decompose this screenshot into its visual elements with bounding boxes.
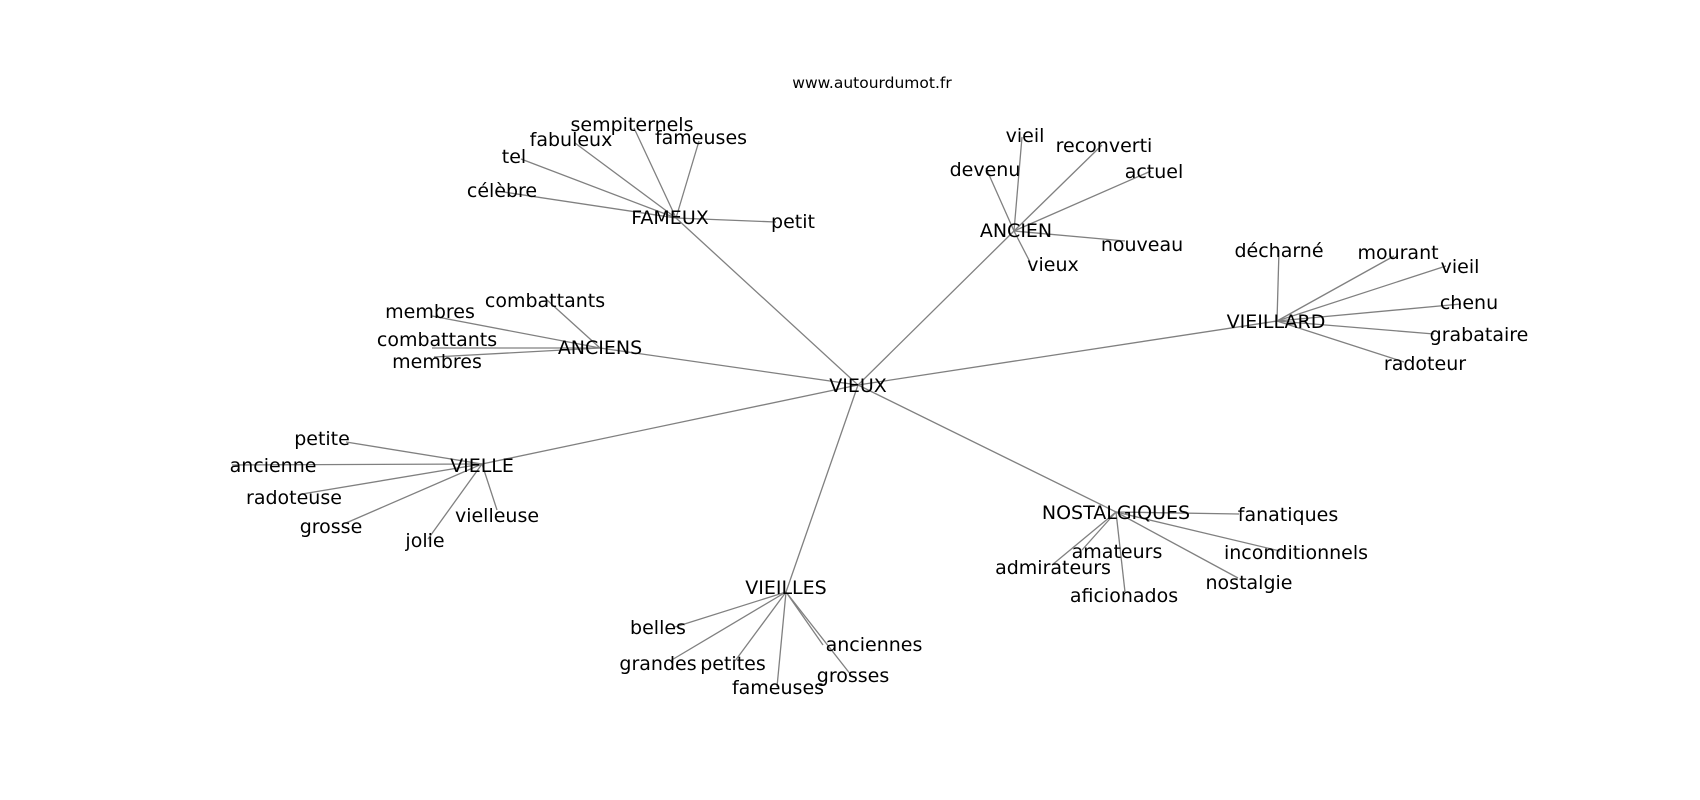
site-watermark: www.autourdumot.fr <box>792 74 952 92</box>
leaf-node-sempiternels: sempiternels <box>571 114 694 136</box>
edge-center-ancien <box>857 230 1015 386</box>
edge-vielle-vielleuse <box>481 463 498 511</box>
edge-nostalgiques-amateurs <box>1081 511 1117 551</box>
edge-vieillard-mourant <box>1276 255 1395 322</box>
leaf-node-inconditionnels: inconditionnels <box>1224 542 1368 564</box>
edge-vieilles-fameuses <box>776 591 787 688</box>
edge-center-vieilles <box>785 384 859 593</box>
leaf-node-grabataire: grabataire <box>1430 324 1529 346</box>
leaf-node-membres: membres <box>385 301 475 323</box>
edge-anciens-membres <box>433 347 601 358</box>
hub-node-fameux: FAMEUX <box>631 207 709 229</box>
leaf-node-grosses: grosses <box>817 665 889 687</box>
edge-vieilles-grosses <box>785 591 852 676</box>
edge-vielle-ancienne <box>231 463 483 466</box>
leaf-node-jolie: jolie <box>404 530 444 552</box>
hub-node-anciens: ANCIENS <box>558 337 642 359</box>
graph-edges <box>231 127 1462 688</box>
edge-center-anciens <box>599 347 859 386</box>
leaf-node-petite: petite <box>294 428 350 450</box>
leaf-node-actuel: actuel <box>1125 161 1184 183</box>
edge-fameux-sempiternels <box>633 127 677 219</box>
leaf-node-celebre: célèbre <box>467 180 537 202</box>
leaf-node-grosse: grosse <box>300 516 363 538</box>
edge-vielle-petite <box>345 441 483 465</box>
edge-fameux-fameuses <box>675 140 700 219</box>
leaf-node-devenu: devenu <box>950 159 1021 181</box>
hub-node-nostalgiques: NOSTALGIQUES <box>1042 502 1190 524</box>
edge-vieillard-radoteur <box>1276 320 1405 363</box>
leaf-node-admirateurs: admirateurs <box>995 557 1111 579</box>
leaf-node-membres: membres <box>392 351 482 373</box>
leaf-node-anciennes: anciennes <box>826 634 923 656</box>
leaf-node-chenu: chenu <box>1440 292 1498 314</box>
edge-vieillard-chenu <box>1276 303 1462 322</box>
leaf-node-nouveau: nouveau <box>1101 234 1183 256</box>
leaf-node-fameuses: fameuses <box>732 677 824 699</box>
hub-node-ancien: ANCIEN <box>980 220 1052 242</box>
leaf-node-combattants: combattants <box>485 290 605 312</box>
leaf-node-radoteuse: radoteuse <box>246 487 342 509</box>
leaf-node-vieil: vieil <box>1441 256 1480 278</box>
leaf-node-aficionados: aficionados <box>1070 585 1178 607</box>
edge-nostalgiques-aficionados <box>1115 511 1126 593</box>
edge-vielle-grosse <box>345 463 483 524</box>
edge-anciens-combattants <box>546 299 601 349</box>
leaf-node-fanatiques: fanatiques <box>1238 504 1338 526</box>
edge-center-fameux <box>675 217 859 386</box>
edge-ancien-reconverti <box>1013 144 1103 232</box>
leaf-node-radoteur: radoteur <box>1384 353 1466 375</box>
edge-ancien-devenu <box>985 167 1015 232</box>
edge-fameux-petit <box>675 217 777 223</box>
leaf-node-combattants: combattants <box>377 329 497 351</box>
edge-nostalgiques-admirateurs <box>1051 511 1117 566</box>
leaf-node-reconverti: reconverti <box>1056 135 1153 157</box>
hub-node-vieillard: VIEILLARD <box>1227 311 1326 333</box>
edge-anciens-membres <box>431 315 601 349</box>
leaf-node-belles: belles <box>630 617 686 639</box>
edge-ancien-nouveau <box>1013 230 1126 242</box>
leaf-node-decharne: décharné <box>1234 240 1323 262</box>
edge-vieilles-grandes <box>669 591 787 662</box>
edge-vieillard-vieil <box>1276 265 1447 322</box>
leaf-node-ancienne: ancienne <box>230 455 317 477</box>
leaf-node-vielleuse: vielleuse <box>455 505 539 527</box>
edge-vieillard-grabataire <box>1276 320 1435 335</box>
edge-nostalgiques-nostalgie <box>1115 511 1239 579</box>
leaf-node-vieil: vieil <box>1006 125 1045 147</box>
leaf-node-fabuleux: fabuleux <box>530 129 613 151</box>
leaf-node-grandes: grandes <box>619 653 696 675</box>
edge-center-vieillard <box>857 320 1278 386</box>
hub-node-vieilles: VIEILLES <box>745 577 826 599</box>
edge-vieillard-decharne <box>1276 249 1280 322</box>
leaf-node-fameuses: fameuses <box>655 127 747 149</box>
leaf-node-vieux: vieux <box>1027 254 1079 276</box>
leaf-node-petit: petit <box>771 211 815 233</box>
edge-fameux-celebre <box>496 190 677 219</box>
edge-nostalgiques-fanatiques <box>1115 511 1240 515</box>
leaf-node-petites: petites <box>700 653 766 675</box>
edge-center-vielle <box>481 384 859 465</box>
leaf-node-tel: tel <box>502 146 526 168</box>
edge-vielle-jolie <box>427 463 483 540</box>
edge-nostalgiques-inconditionnels <box>1115 511 1281 552</box>
edge-vieilles-belles <box>674 591 787 628</box>
edge-fameux-fabuleux <box>574 142 677 219</box>
edge-vieilles-petites <box>734 591 787 662</box>
center-node-vieux: VIEUX <box>829 375 887 397</box>
edge-fameux-tel <box>520 158 677 219</box>
edge-vielle-radoteuse <box>301 463 483 495</box>
edge-center-nostalgiques <box>857 384 1117 513</box>
edge-ancien-vieux <box>1013 230 1031 263</box>
leaf-node-mourant: mourant <box>1357 242 1438 264</box>
leaf-node-nostalgie: nostalgie <box>1206 572 1293 594</box>
hub-node-vielle: VIELLE <box>450 455 514 477</box>
edge-ancien-vieil <box>1013 136 1023 232</box>
leaf-node-amateurs: amateurs <box>1072 541 1163 563</box>
edge-ancien-actuel <box>1013 170 1152 232</box>
